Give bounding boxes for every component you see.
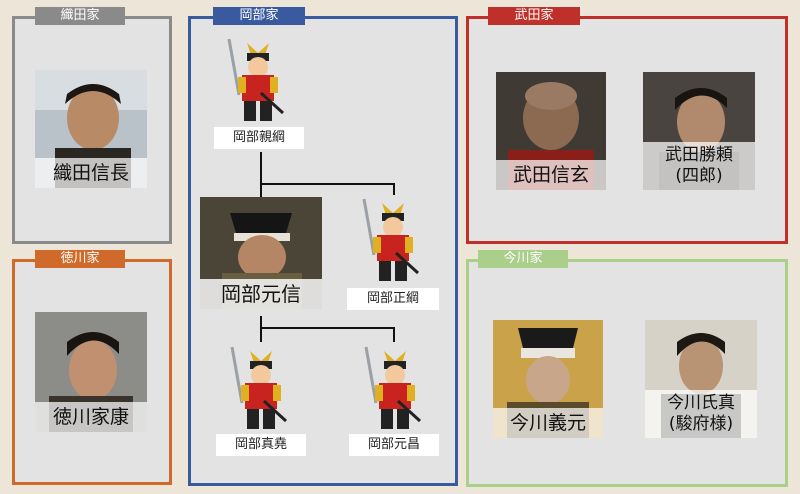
samurai-icon (228, 341, 294, 433)
name-oda-nobunaga: 織田信長 (35, 158, 147, 188)
tree-line (260, 327, 395, 329)
name-okabe-sadataka: 岡部真堯 (216, 434, 306, 456)
name-okabe-chikatsuna: 岡部親綱 (214, 127, 304, 149)
portrait-takeda-shingen: 武田信玄 (496, 72, 606, 190)
tree-line (260, 152, 262, 198)
name-line: (四郎) (675, 166, 723, 186)
name-takeda-shingen: 武田信玄 (496, 160, 606, 190)
tree-line (260, 183, 395, 185)
name-okabe-motonobu: 岡部元信 (200, 279, 322, 309)
name-okabe-masatsuna: 岡部正綱 (347, 288, 439, 310)
name-tokugawa-ieyasu: 徳川家康 (35, 402, 147, 432)
portrait-imagawa-yoshimoto: 今川義元 (493, 320, 603, 438)
samurai-icon (362, 341, 428, 433)
tree-line (393, 327, 395, 342)
samurai-icon (360, 193, 426, 285)
name-line: (駿府様) (668, 414, 734, 434)
name-line: 今川氏真 (667, 393, 735, 413)
clan-tag-oda: 織田家 (35, 7, 125, 25)
samurai-icon (225, 33, 291, 125)
name-imagawa-yoshimoto: 今川義元 (493, 408, 603, 438)
portrait-imagawa-ujizane: 今川氏真 (駿府様) (645, 320, 757, 438)
portrait-takeda-katsuyori: 武田勝頼 (四郎) (643, 72, 755, 190)
clan-tag-takeda: 武田家 (488, 7, 580, 25)
clan-tag-imagawa: 今川家 (478, 250, 568, 268)
portrait-tokugawa-ieyasu: 徳川家康 (35, 312, 147, 432)
name-takeda-katsuyori: 武田勝頼 (四郎) (643, 142, 755, 190)
clan-tag-tokugawa: 徳川家 (35, 250, 125, 268)
tree-line (393, 183, 395, 195)
clan-tag-okabe: 岡部家 (213, 7, 305, 25)
name-imagawa-ujizane: 今川氏真 (駿府様) (645, 390, 757, 438)
tree-line (260, 316, 262, 342)
name-line: 武田勝頼 (665, 145, 733, 165)
portrait-oda-nobunaga: 織田信長 (35, 70, 147, 188)
name-okabe-motomasa: 岡部元昌 (349, 434, 439, 456)
